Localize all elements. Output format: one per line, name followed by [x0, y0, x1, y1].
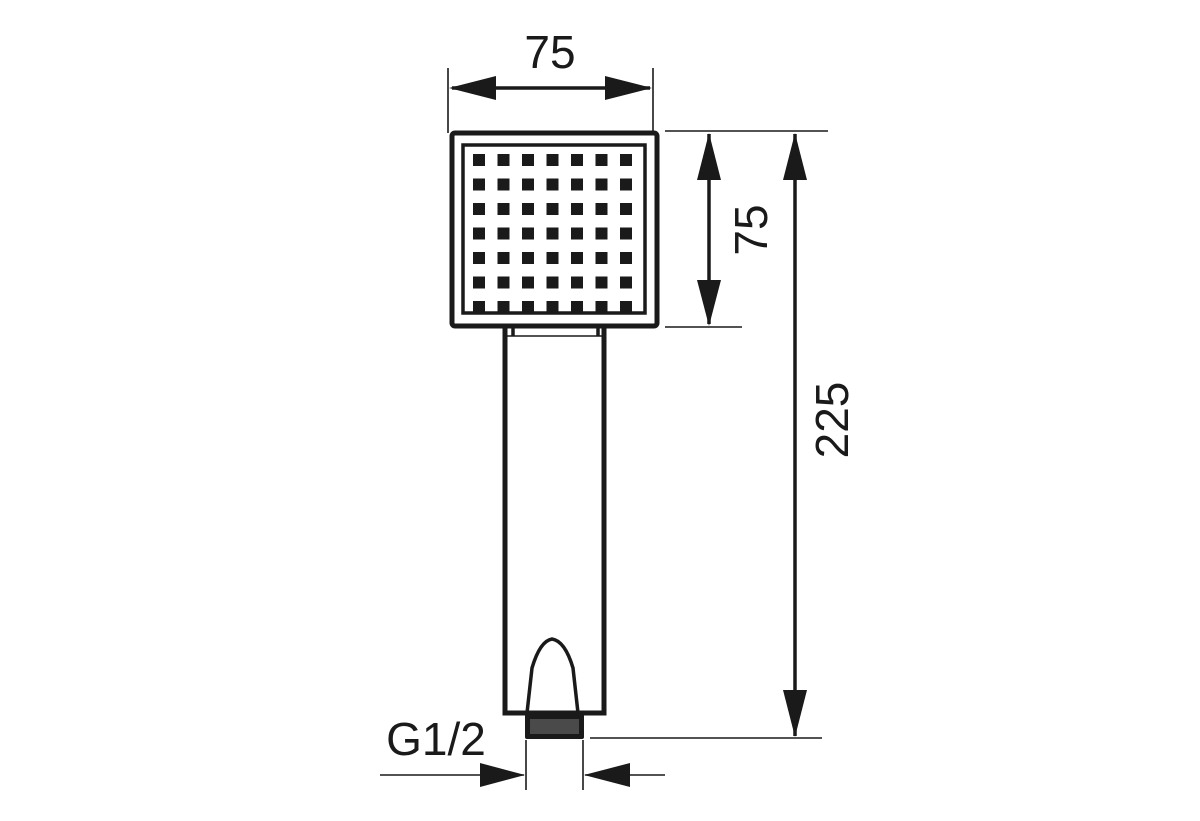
nozzle	[473, 203, 485, 215]
nozzle	[546, 203, 559, 215]
head-width-label: 75	[524, 26, 575, 78]
arrow-top	[697, 133, 721, 180]
nozzle	[546, 227, 559, 240]
dimension-head-width: 75	[447, 26, 654, 133]
nozzle	[497, 154, 510, 166]
arrow-right	[584, 763, 630, 787]
head-outer-frame	[449, 130, 660, 329]
nozzle	[595, 154, 608, 166]
nozzle	[497, 227, 510, 240]
nozzle	[522, 301, 534, 313]
nozzle	[497, 301, 510, 313]
nozzle	[546, 301, 559, 313]
arrow-bottom	[697, 280, 721, 326]
nozzle	[595, 276, 608, 289]
nozzle	[522, 276, 534, 289]
nozzle	[473, 276, 485, 289]
nozzle	[571, 252, 583, 264]
nozzle	[497, 276, 510, 289]
nozzle	[620, 276, 632, 289]
nozzle	[546, 276, 559, 289]
dimension-head-height: 75	[665, 130, 828, 328]
nozzle	[595, 203, 608, 215]
nozzle	[595, 301, 608, 313]
thread-label: G1/2	[386, 713, 486, 765]
arrow-left	[480, 763, 525, 787]
handle	[502, 326, 607, 739]
nozzle	[473, 301, 485, 313]
shower-head	[449, 130, 660, 329]
overall-length-label: 225	[806, 382, 858, 459]
nozzle	[473, 227, 485, 240]
nozzle	[595, 178, 608, 191]
nozzle	[571, 154, 583, 166]
nozzle	[620, 178, 632, 191]
nozzle	[571, 301, 583, 313]
nozzle	[497, 203, 510, 215]
nozzle	[571, 203, 583, 215]
nozzle	[522, 178, 534, 191]
arrow-bottom	[783, 690, 807, 737]
arrow-top	[783, 133, 807, 180]
nozzle-grid	[473, 154, 632, 313]
nozzle	[522, 227, 534, 240]
nozzle	[620, 203, 632, 215]
nozzle	[546, 154, 559, 166]
nozzle	[595, 227, 608, 240]
nozzle	[473, 154, 485, 166]
dimension-overall-length: 225	[590, 133, 858, 739]
nozzle	[522, 252, 534, 264]
nozzle	[473, 178, 485, 191]
nozzle	[595, 252, 608, 264]
head-height-label: 75	[725, 204, 777, 255]
nozzle	[522, 154, 534, 166]
nozzle	[546, 178, 559, 191]
nozzle	[497, 252, 510, 264]
nozzle	[546, 252, 559, 264]
nozzle	[620, 154, 632, 166]
nozzle	[620, 252, 632, 264]
nozzle	[571, 178, 583, 191]
handle-outline	[502, 328, 607, 716]
nozzle	[497, 178, 510, 191]
nozzle	[571, 227, 583, 240]
nozzle	[522, 203, 534, 215]
thread-connector-band	[530, 719, 579, 734]
arrow-right	[605, 76, 652, 100]
nozzle	[473, 252, 485, 264]
nozzle	[571, 276, 583, 289]
inlet-cone	[525, 637, 580, 714]
nozzle	[620, 227, 632, 240]
dimension-thread: G1/2	[380, 713, 665, 790]
arrow-left	[449, 76, 496, 100]
nozzle	[620, 301, 632, 313]
